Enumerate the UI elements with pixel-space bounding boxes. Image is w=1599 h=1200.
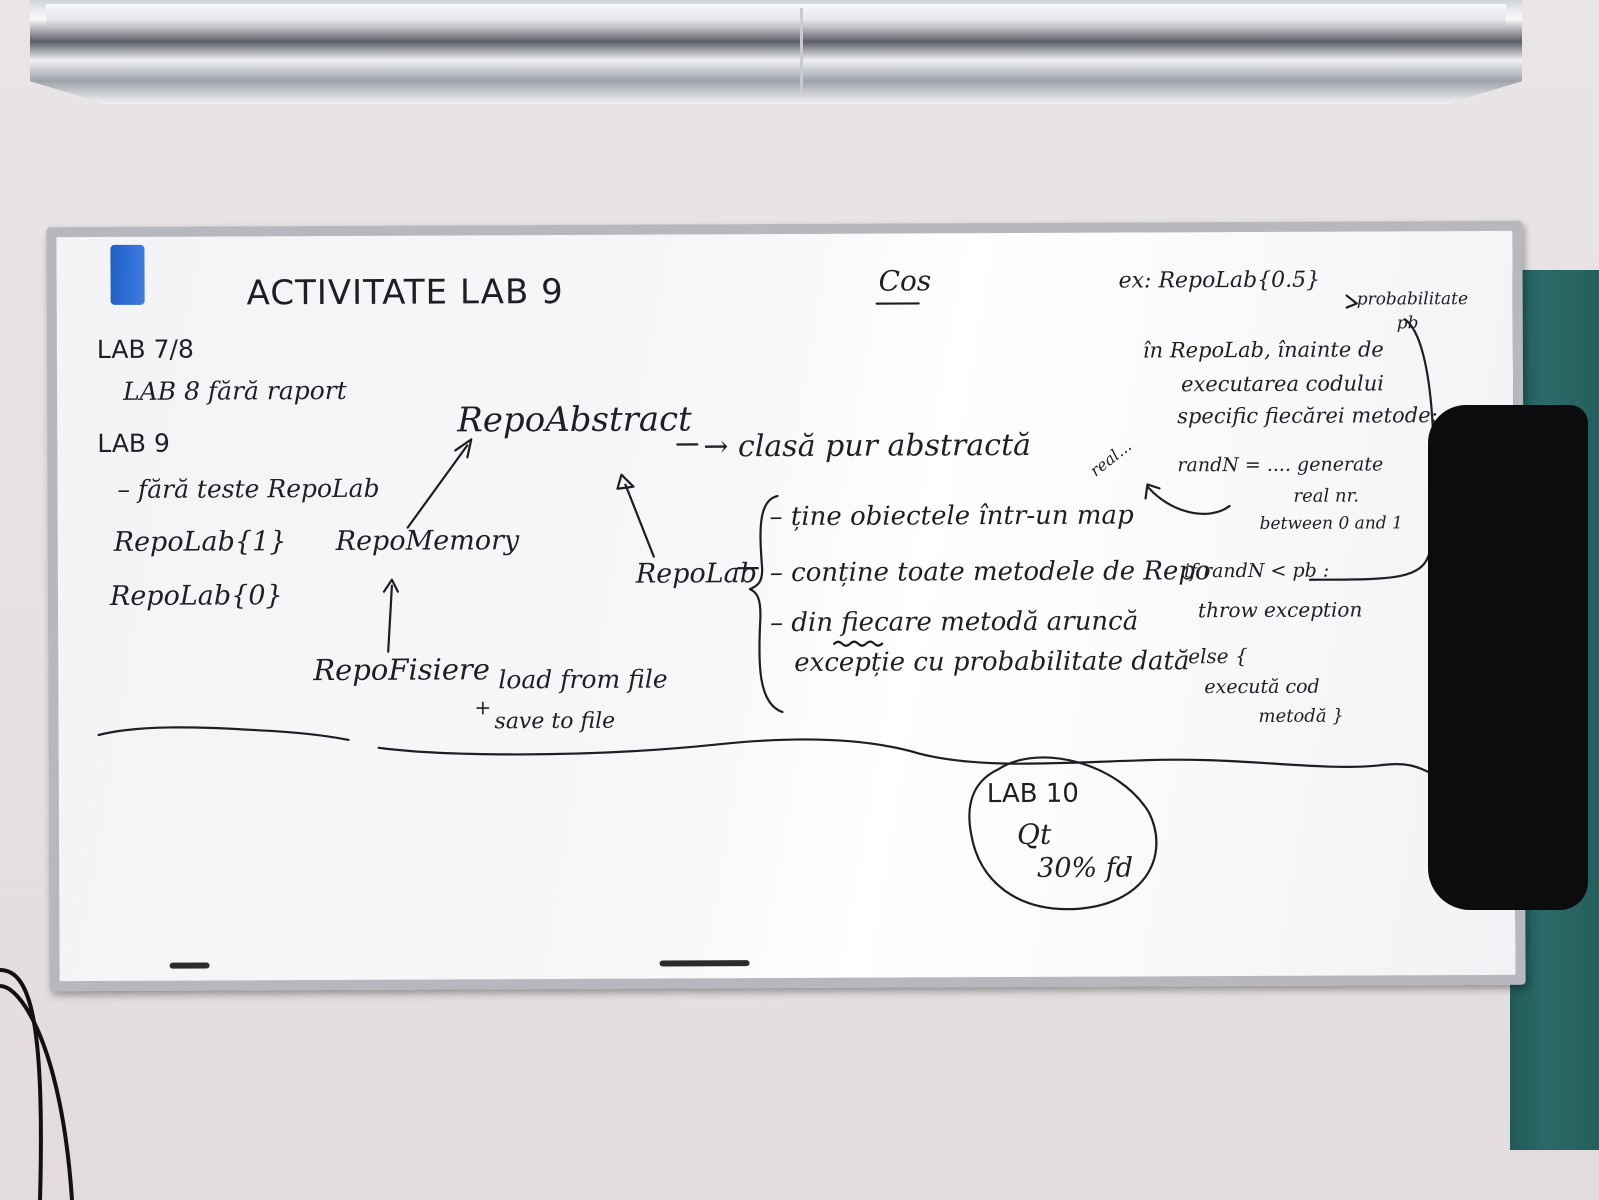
marker-tray-mark bbox=[169, 962, 210, 969]
ac-vent bbox=[46, 4, 1506, 26]
board-strokes bbox=[97, 294, 1436, 911]
curly-brace bbox=[748, 494, 784, 714]
hanging-black-coat bbox=[1428, 405, 1588, 910]
marker-tray-mark bbox=[659, 960, 750, 967]
power-cable bbox=[0, 968, 74, 1200]
air-conditioner-unit bbox=[30, 0, 1522, 104]
inheritance-arrow bbox=[406, 444, 469, 529]
whiteboard: ACTIVITATE LAB 9 Cos LAB 7/8 LAB 8 fără … bbox=[46, 220, 1526, 992]
inheritance-arrow bbox=[624, 483, 655, 558]
separator-line bbox=[377, 738, 1436, 777]
inheritance-arrow bbox=[387, 584, 394, 653]
separator-line bbox=[97, 726, 350, 742]
lab10-bubble-outline bbox=[968, 756, 1158, 911]
ac-seam bbox=[800, 8, 803, 92]
